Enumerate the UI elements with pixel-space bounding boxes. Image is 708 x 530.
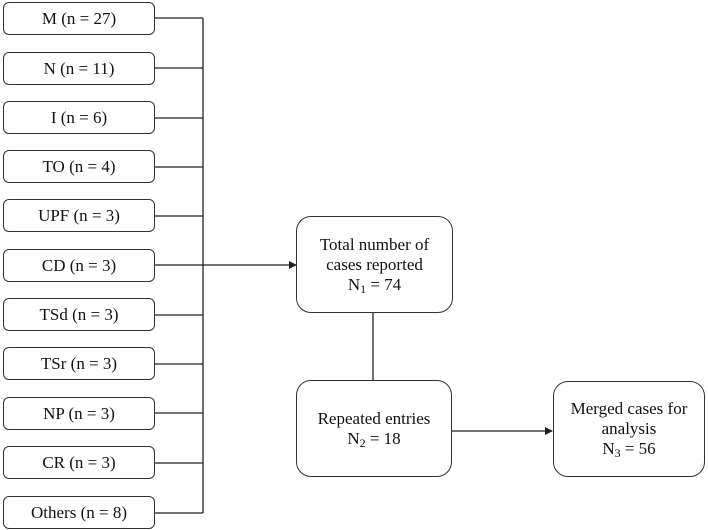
source-box: TO (n = 4): [3, 150, 155, 183]
merged-label-line1: Merged cases for: [570, 399, 688, 418]
source-box: CD (n = 3): [3, 249, 155, 282]
source-box: CR (n = 3): [3, 446, 155, 479]
merged-count: N3 = 56: [602, 439, 656, 460]
source-label: CD (n = 3): [41, 255, 117, 275]
total-count: N1 = 74: [347, 274, 402, 296]
source-box: N (n = 11): [3, 52, 155, 85]
source-label: Others (n = 8): [31, 502, 127, 522]
merged-label-line2: analysis: [601, 419, 657, 438]
total-cases-box: Total number of cases reported N1 = 74: [296, 216, 453, 313]
source-label: NP (n = 3): [43, 403, 115, 423]
source-label: TSr (n = 3): [40, 353, 118, 373]
total-label-line1: Total number of: [319, 234, 430, 254]
source-box: TSd (n = 3): [3, 298, 155, 331]
repeated-label: Repeated entries: [317, 408, 431, 428]
source-box: I (n = 6): [3, 101, 155, 134]
source-label: TO (n = 4): [42, 156, 116, 176]
source-box: UPF (n = 3): [3, 199, 155, 232]
source-label: CR (n = 3): [42, 452, 116, 472]
source-box: NP (n = 3): [3, 397, 155, 430]
total-label-line2: cases reported: [326, 254, 423, 274]
source-box: TSr (n = 3): [3, 347, 155, 380]
repeated-count: N2 = 18: [347, 428, 401, 450]
source-label: UPF (n = 3): [38, 205, 120, 225]
source-label: M (n = 27): [41, 8, 117, 28]
source-label: I (n = 6): [50, 107, 108, 127]
source-box: M (n = 27): [3, 2, 155, 35]
repeated-entries-box: Repeated entries N2 = 18: [296, 380, 452, 477]
source-box: Others (n = 8): [3, 496, 155, 529]
merged-cases-box: Merged cases for analysis N3 = 56: [553, 381, 705, 477]
source-label: N (n = 11): [43, 58, 115, 78]
source-label: TSd (n = 3): [39, 304, 119, 324]
